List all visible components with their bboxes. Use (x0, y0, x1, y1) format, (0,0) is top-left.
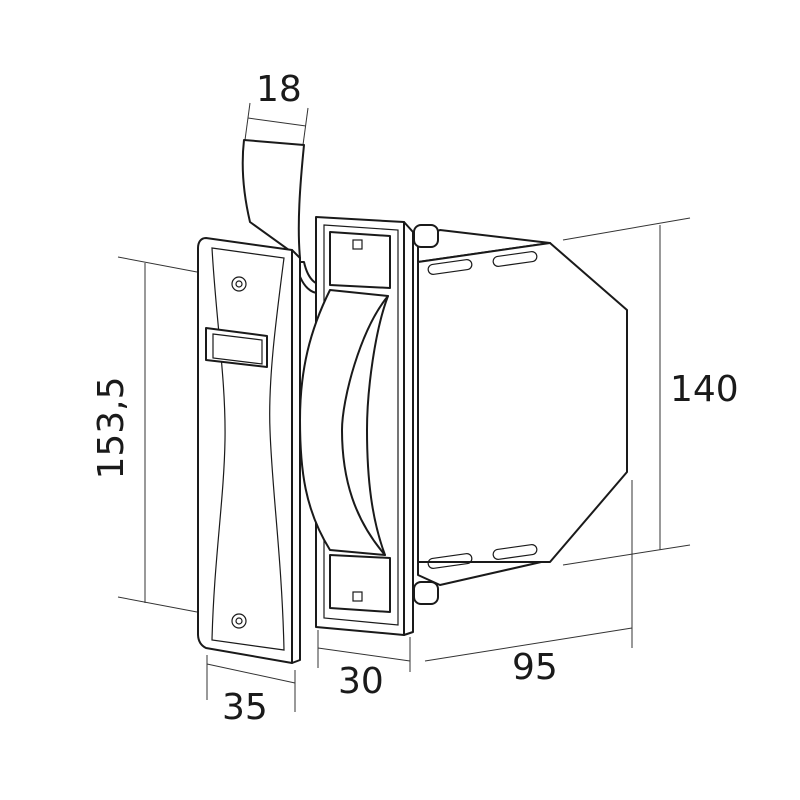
dim-handle-width-label: 35 (222, 687, 268, 728)
dim-strap-width-label: 18 (256, 69, 302, 110)
dim-housing-height-lines (562, 217, 691, 566)
front-cover (197, 237, 301, 664)
dim-handle-height-label: 153,5 (91, 376, 132, 480)
housing-body (413, 224, 628, 605)
dim-handle-height-lines (117, 256, 198, 613)
dim-housing-height-label: 140 (670, 369, 739, 410)
mounting-plate (299, 216, 414, 636)
dim-housing-depth-label: 95 (512, 647, 558, 688)
dim-plate-depth-label: 30 (338, 661, 384, 702)
dim-strap-width-lines (244, 102, 309, 146)
dim-bottom-lines (206, 480, 633, 712)
